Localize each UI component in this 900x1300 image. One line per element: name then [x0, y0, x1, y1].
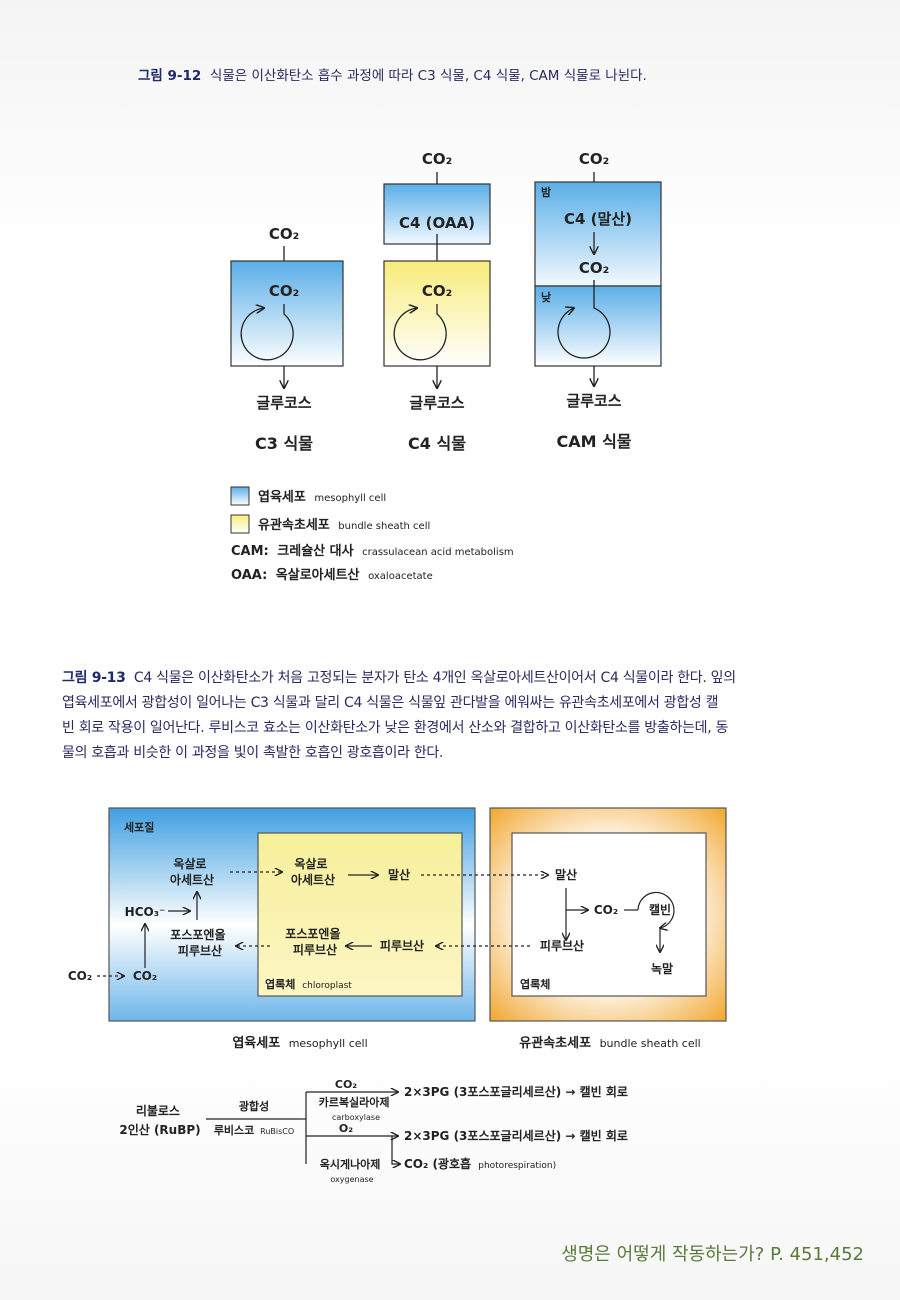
pyruvate-bundle: 피루브산: [540, 938, 584, 953]
cam-glucose: 글루코스: [566, 392, 621, 410]
mesophyll-chloroplast-box: [257, 832, 463, 997]
c4-co2-outer: CO₂: [422, 150, 452, 168]
calvin-label: 캘빈: [649, 902, 671, 917]
oaa-cytoplasm: 옥살로 아세트산: [170, 856, 214, 887]
oxygenase-label: 옥시게나아제 oxygenase: [320, 1157, 385, 1184]
cam-night-label: 밤: [541, 185, 551, 199]
c4-glucose: 글루코스: [409, 394, 464, 412]
legend-bundle-en: bundle sheath cell: [338, 521, 430, 532]
legend-oaa-ko: 옥살로아세트산: [276, 567, 360, 583]
figure-number: 그림 9-13: [62, 670, 126, 686]
pep-chloroplast: 포스포엔올 피루브산: [285, 926, 344, 957]
source-note: 생명은 어떻게 작동하는가? P. 451,452: [561, 1244, 864, 1265]
svg-text:CO₂ (광호흡 photorespiratio: CO₂ (광호흡 photorespiration): [404, 1156, 556, 1171]
c4-calvin-cycle: [393, 304, 447, 361]
legend-mesophyll-en: mesophyll cell: [314, 493, 386, 504]
c3-co2-outer: CO₂: [269, 225, 299, 243]
cam-plant-label: CAM 식물: [556, 432, 631, 451]
cam-night-cell: [534, 181, 662, 287]
figure-9-12-diagram: CO₂ CO₂ 글루코스 C3 식물 CO₂ C4 (OAA) CO₂ 글루코스…: [230, 150, 662, 583]
c3-glucose: 글루코스: [256, 394, 311, 412]
bundle-label-ko: 유관속초세포: [519, 1035, 591, 1051]
oxygenation-product: 2×3PG (3포스포글리세르산) → 캘빈 회로: [404, 1128, 628, 1143]
svg-text:엽육세포 mesophyll cell: 엽육세포 mesophyll cell: [232, 1035, 367, 1051]
c3-mesophyll-cell: [230, 260, 344, 367]
c4-oaa-label: C4 (OAA): [399, 214, 475, 232]
svg-text:엽육세포 mesophyll cell: 엽육세포 mesophyll cell: [258, 489, 386, 505]
legend-cam-label: CAM:: [231, 544, 269, 559]
co2-cytoplasm: CO₂: [133, 969, 157, 983]
cam-co2-middle: CO₂: [579, 259, 609, 277]
caption-line-2: 엽육세포에서 광합성이 일어나는 C3 식물과 달리 C4 식물은 식물잎 관다…: [62, 695, 719, 711]
photorespiration-ko: CO₂ (광호흡: [404, 1156, 471, 1171]
carboxylation-product: 2×3PG (3포스포글리세르산) → 캘빈 회로: [404, 1084, 628, 1099]
svg-text:루비스코 RuBisCO: 루비스코 RuBisCO: [214, 1123, 294, 1137]
figure-9-13-caption: 그림 9-13 C4 식물은 이산화탄소가 처음 고정되는 분자가 탄소 4개인…: [62, 666, 847, 766]
pep-cytoplasm: 포스포엔올 피루브산: [170, 927, 229, 958]
svg-text:CAM: 크레슐산 대사 crass: CAM: 크레슐산 대사 crassulacean acid metabolis…: [231, 543, 514, 559]
bundle-label-en: bundle sheath cell: [600, 1037, 701, 1050]
cam-co2-outer: CO₂: [579, 150, 609, 168]
cam-malate-label: C4 (말산): [564, 210, 632, 228]
legend-swatch-mesophyll: [230, 486, 250, 506]
photorespiration-en: photorespiration): [478, 1161, 556, 1171]
co2-bundle: CO₂: [594, 903, 618, 917]
calvin-cycle-icon: [637, 891, 675, 928]
pyruvate-mesophyll: 피루브산: [380, 938, 424, 953]
c3-calvin-cycle: [240, 304, 294, 361]
c3-plant-label: C3 식물: [255, 434, 313, 453]
malate-mesophyll: 말산: [388, 867, 410, 882]
rubp-label: 리불로스 2인산 (RuBP): [119, 1103, 200, 1137]
rubisco-ko: 루비스코: [214, 1123, 254, 1137]
cam-day-label: 낮: [541, 290, 551, 304]
cam-day-cell: [534, 285, 662, 367]
co2-reactant: CO₂: [335, 1078, 357, 1091]
legend-cam-ko: 크레슐산 대사: [277, 543, 353, 559]
cam-calvin-cycle: [557, 280, 611, 359]
caption-line-4: 물의 호흡과 비슷한 이 과정을 빛이 촉발한 호흡인 광호흡이라 한다.: [62, 745, 444, 761]
oaa-chloroplast: 옥살로 아세트산: [291, 856, 335, 887]
malate-bundle: 말산: [555, 867, 577, 882]
legend-oaa-en: oxaloacetate: [368, 571, 433, 582]
photosynthesis-label: 광합성: [239, 1099, 269, 1113]
o2-reactant: O₂: [339, 1122, 353, 1135]
bundle-chloroplast-label: 엽록체: [520, 977, 550, 991]
svg-text:유관속초세포 bundle sheath cel: 유관속초세포 bundle sheath cell: [258, 517, 430, 533]
svg-text:OAA: 옥살로아세트산 oxalo: OAA: 옥살로아세트산 oxaloacetate: [231, 567, 433, 583]
carboxylase-label: 카르복실라아제 carboxylase: [319, 1095, 394, 1122]
figure-9-13-diagram: 세포질 옥살로 아세트산 HCO₃⁻ 포스포엔올 피루브산 CO₂ CO₂ 옥살…: [68, 807, 727, 1184]
legend-bundle-ko: 유관속초세포: [258, 517, 330, 533]
c4-plant-label: C4 식물: [408, 434, 466, 453]
svg-text:유관속초세포 bundle sheath cel: 유관속초세포 bundle sheath cell: [519, 1035, 700, 1051]
caption-line-3: 빈 회로 작용이 일어난다. 루비스코 효소는 이산화탄소가 낮은 환경에서 산…: [62, 720, 729, 736]
legend-oaa-label: OAA:: [231, 568, 267, 583]
chloroplast-label-en: chloroplast: [302, 981, 352, 991]
hco3-label: HCO₃⁻: [125, 905, 166, 919]
cytoplasm-label: 세포질: [124, 820, 154, 834]
c3-co2-inner: CO₂: [269, 282, 299, 300]
legend-mesophyll-ko: 엽육세포: [258, 489, 306, 505]
legend-cam-en: crassulacean acid metabolism: [362, 547, 514, 558]
svg-text:엽록체 chloroplast: 엽록체 chloroplast: [265, 977, 352, 991]
caption-text: 식물은 이산화탄소 흡수 과정에 따라 C3 식물, C4 식물, CAM 식물…: [209, 68, 647, 84]
caption-line-1: C4 식물은 이산화탄소가 처음 고정되는 분자가 탄소 4개인 옥살로아세트산…: [133, 670, 736, 686]
starch-label: 녹말: [651, 962, 673, 976]
c4-co2-inner: CO₂: [422, 282, 452, 300]
figure-9-12-caption: 그림 9-12 식물은 이산화탄소 흡수 과정에 따라 C3 식물, C4 식물…: [138, 64, 838, 88]
legend-swatch-bundle: [230, 514, 250, 534]
mesophyll-label-en: mesophyll cell: [289, 1037, 368, 1050]
chloroplast-label-ko: 엽록체: [265, 977, 295, 991]
mesophyll-label-ko: 엽육세포: [232, 1035, 280, 1051]
figure-number: 그림 9-12: [138, 68, 202, 84]
rubisco-en: RuBisCO: [260, 1127, 294, 1136]
co2-outside: CO₂: [68, 969, 92, 983]
